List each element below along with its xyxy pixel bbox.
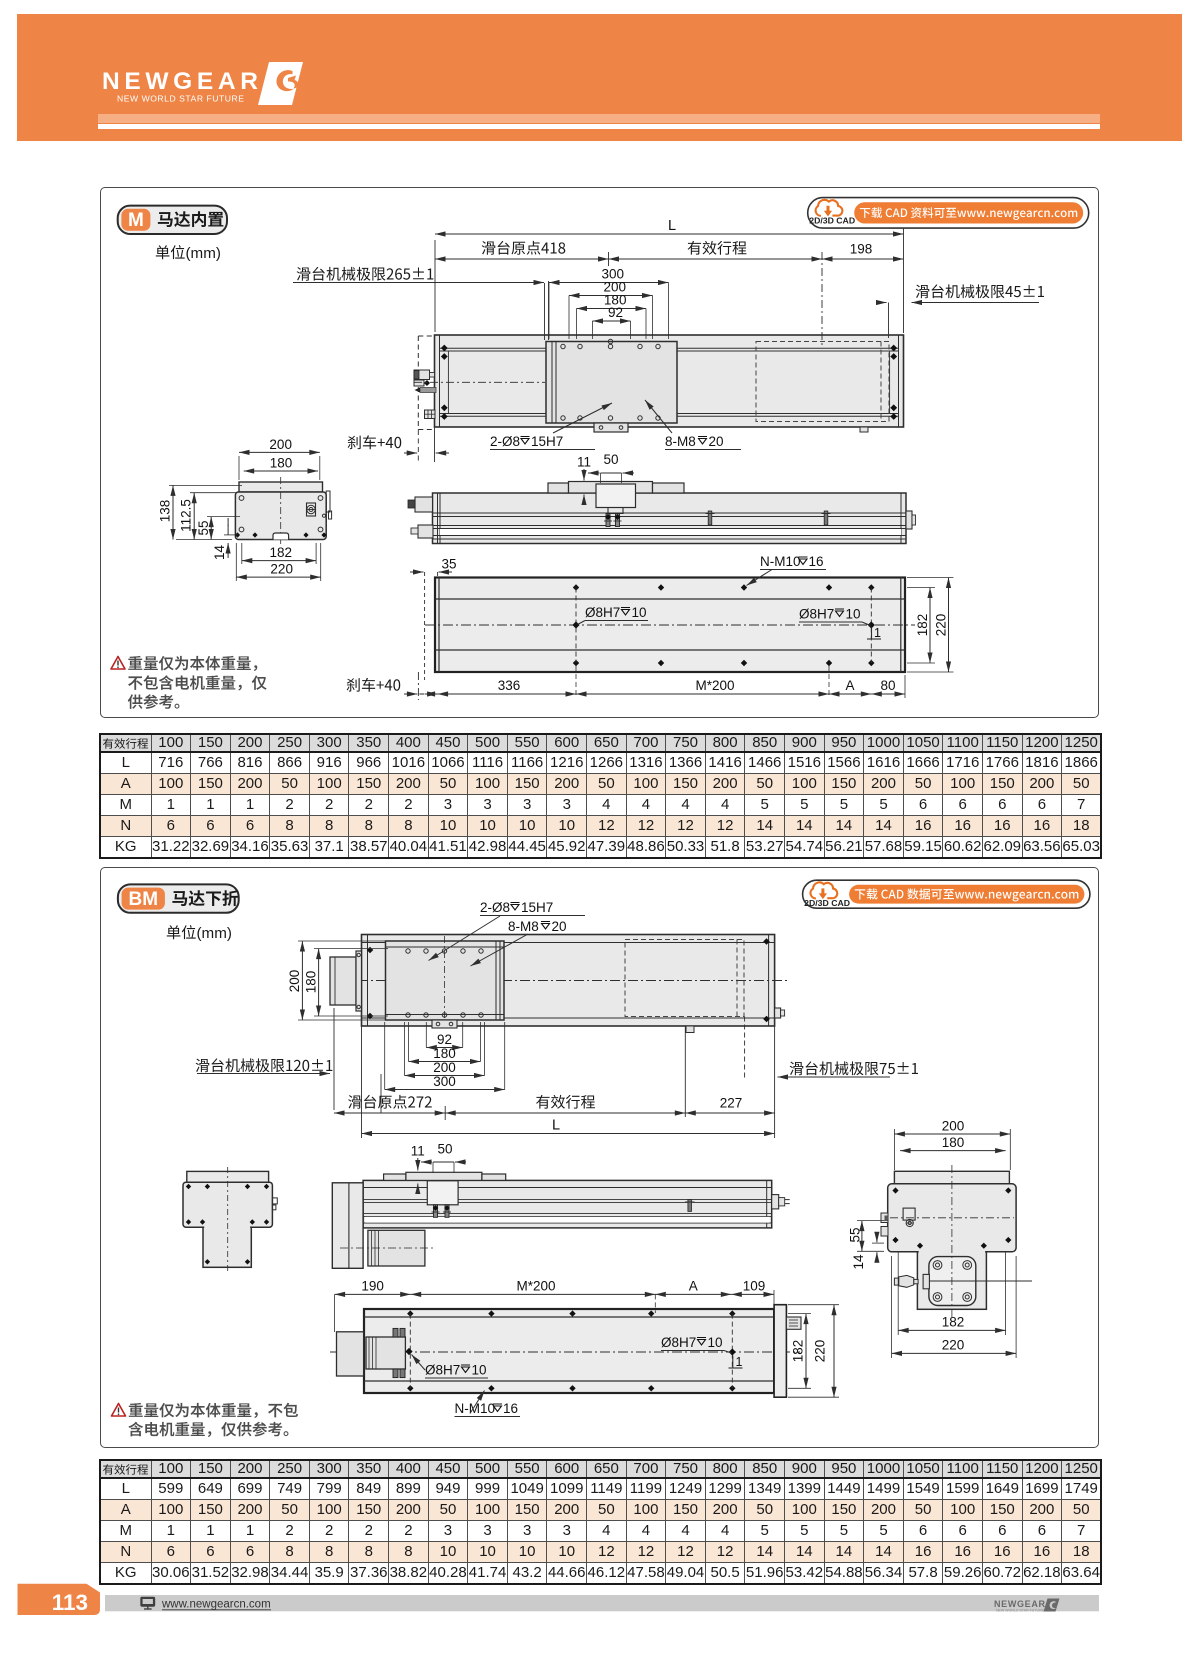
svg-text:8-M8: 8-M8 [508,919,539,934]
svg-text:N-M10: N-M10 [760,554,801,569]
svg-text:113: 113 [52,1590,88,1615]
svg-text:220: 220 [942,1338,965,1353]
svg-text:200: 200 [433,1060,456,1075]
svg-text:(mm): (mm) [197,925,232,942]
svg-text:M: M [128,210,144,231]
svg-text:2D/3D CAD: 2D/3D CAD [804,898,850,908]
svg-text:11: 11 [411,1144,425,1159]
svg-text:L: L [552,1118,560,1134]
svg-text:NEWGEAR: NEWGEAR [102,68,258,95]
svg-text:220: 220 [934,614,949,637]
svg-text:180: 180 [942,1135,965,1150]
svg-text:112.5: 112.5 [179,499,194,532]
svg-text:300: 300 [602,267,625,282]
svg-text:16: 16 [809,554,824,569]
svg-text:Ø8H7: Ø8H7 [799,607,834,622]
svg-text:92: 92 [437,1032,452,1047]
svg-text:14: 14 [212,545,227,561]
svg-text:Ø8H7: Ø8H7 [661,1335,696,1350]
svg-text:2-Ø8: 2-Ø8 [490,434,520,449]
svg-text:(mm): (mm) [186,245,221,262]
svg-text:80: 80 [880,678,895,693]
svg-text:BM: BM [128,889,158,910]
svg-text:14: 14 [851,1254,866,1270]
svg-text:50: 50 [603,452,618,467]
svg-text:109: 109 [743,1279,766,1294]
svg-text:NEW WORLD STAR FUTURE: NEW WORLD STAR FUTURE [117,94,244,104]
svg-text:10: 10 [472,1363,487,1378]
svg-text:182: 182 [915,614,930,637]
svg-text:50: 50 [437,1142,452,1157]
svg-text:227: 227 [720,1096,743,1111]
svg-text:N-M10: N-M10 [455,1401,496,1416]
svg-text:182: 182 [270,545,293,560]
svg-text:1: 1 [874,626,881,640]
svg-text:L: L [668,218,676,234]
svg-text:10: 10 [846,607,861,622]
svg-text:220: 220 [813,1340,828,1363]
svg-text:16: 16 [503,1401,518,1416]
svg-text:200: 200 [942,1119,965,1134]
svg-text:20: 20 [709,434,724,449]
svg-text:198: 198 [850,242,873,257]
svg-text:A: A [689,1279,698,1294]
svg-text:55: 55 [196,520,211,535]
svg-text:www.newgearcn.com: www.newgearcn.com [161,1599,271,1611]
svg-text:2-Ø8: 2-Ø8 [480,900,510,915]
svg-text:11: 11 [577,455,591,470]
svg-text:NEWGEAR: NEWGEAR [994,1599,1046,1609]
svg-text:300: 300 [433,1074,456,1089]
svg-text:10: 10 [632,605,647,620]
svg-text:Ø8H7: Ø8H7 [585,605,620,620]
svg-text:180: 180 [433,1046,456,1061]
svg-text:55: 55 [848,1227,863,1242]
svg-text:200: 200 [604,280,627,295]
svg-text:336: 336 [498,678,521,693]
svg-text:182: 182 [942,1315,965,1330]
svg-text:180: 180 [270,456,293,471]
svg-text:35: 35 [441,557,456,572]
svg-text:190: 190 [361,1279,384,1294]
svg-text:M*200: M*200 [695,678,734,693]
svg-text:A: A [845,678,854,693]
svg-text:200: 200 [269,437,292,452]
svg-text:200: 200 [287,970,302,993]
svg-text:15H7: 15H7 [521,900,553,915]
svg-text:NEW WORLD STAR FUTURE: NEW WORLD STAR FUTURE [996,1609,1045,1613]
svg-text:M*200: M*200 [516,1279,555,1294]
svg-text:1: 1 [736,1355,743,1369]
svg-text:220: 220 [270,562,293,577]
svg-text:182: 182 [791,1340,806,1363]
svg-text:180: 180 [604,293,627,308]
svg-text:8-M8: 8-M8 [665,434,696,449]
svg-text:20: 20 [552,919,567,934]
svg-text:138: 138 [158,500,173,523]
svg-text:180: 180 [304,971,319,994]
svg-text:15H7: 15H7 [531,434,563,449]
svg-text:92: 92 [608,305,623,320]
svg-text:Ø8H7: Ø8H7 [425,1363,460,1378]
svg-text:10: 10 [708,1335,723,1350]
svg-text:2D/3D CAD: 2D/3D CAD [809,216,855,226]
